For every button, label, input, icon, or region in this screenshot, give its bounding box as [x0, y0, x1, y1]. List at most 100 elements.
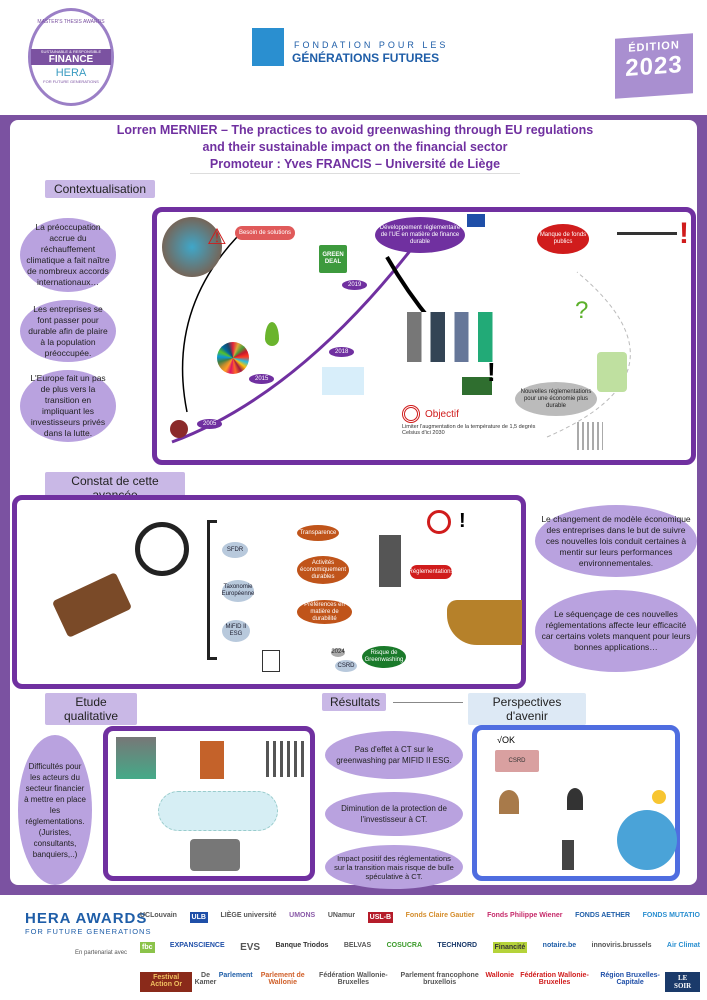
- money-jar-icon: [597, 352, 627, 392]
- effect-preferences: Préférences en matière de durabilité: [297, 600, 352, 624]
- csrd-pyramid: CSRD: [495, 750, 539, 772]
- logo: Région Bruxelles-Capitale: [600, 972, 660, 986]
- kyoto-logo: [170, 420, 188, 438]
- year-2005: 2005: [197, 419, 223, 429]
- logo: innoviris.brussels: [591, 942, 652, 949]
- logo: EXPANSCIENCE: [169, 942, 225, 949]
- scale-icon: [617, 232, 677, 292]
- thought-bubbles: [158, 791, 278, 831]
- context-diagram: ⚠ Besoin de solutions Développement régl…: [152, 207, 696, 465]
- logo: BELVAS: [343, 942, 372, 949]
- effect-sustainable-activities: Activités économiquement durables: [297, 556, 349, 584]
- logo: notaire.be: [542, 942, 577, 949]
- logo: FONDS MUTATIO: [642, 912, 700, 919]
- result-2: Diminution de la protection de l'investi…: [325, 792, 463, 836]
- logo: Fonds Claire Gautier: [405, 912, 475, 919]
- constat-diagram: SFDR Taxonomie Européenne MiFID II ESG T…: [12, 495, 526, 689]
- ok-label: OK: [501, 735, 515, 745]
- logo: Parlement francophone bruxellois: [400, 972, 479, 986]
- foundation-line2: GÉNÉRATIONS FUTURES: [292, 51, 440, 65]
- logo: UNamur: [327, 912, 356, 919]
- section-label-perspectives: Perspectives d'avenir: [468, 693, 586, 725]
- worker-icon: [499, 790, 519, 814]
- greenwashing-scene: [447, 600, 522, 645]
- logo: COSUCRA: [386, 942, 422, 949]
- foundation-logo: FONDATION POUR LES GÉNÉRATIONS FUTURES: [252, 28, 482, 68]
- people-with-flag-icon: [407, 312, 502, 362]
- logo: FONDS AETHER: [575, 912, 631, 919]
- logo: De Kamer: [194, 972, 217, 986]
- logo: Parlement de Wallonie: [260, 972, 305, 986]
- new-regulations-label: Nouvelles réglementations pour une écono…: [515, 382, 597, 416]
- hera-awards-title: HERA AWARDS: [25, 910, 148, 927]
- objective-text: Limiter l'augmentation de la température…: [402, 424, 536, 436]
- law-firm-icon: [116, 737, 156, 779]
- logo: USL-B: [367, 912, 394, 923]
- factory-icon: [462, 377, 492, 395]
- building-icon: [379, 535, 401, 587]
- badge-mid: SUSTAINABLE & RESPONSIBLE: [31, 49, 111, 54]
- hera-badge-logo: MASTER'S THESIS AWARDS SUSTAINABLE & RES…: [28, 8, 114, 106]
- magnifier-icon: [135, 522, 189, 576]
- badge-brand: HERA: [55, 67, 87, 79]
- context-bubble-2: Les entreprises se font passer pour dura…: [20, 300, 116, 362]
- logo: Festival Action Or: [140, 972, 193, 992]
- logo: Parlement: [218, 972, 253, 979]
- warning-icon: ⚠: [207, 224, 227, 249]
- hera-awards-logo: HERA AWARDS FOR FUTURE GENERATIONS: [25, 910, 151, 936]
- objective-title: Objectif: [425, 409, 459, 420]
- hera-awards-sub: FOR FUTURE GENERATIONS: [25, 927, 152, 936]
- melting-earth-icon: [162, 217, 222, 277]
- context-bubble-1: La préoccupation accrue du réchauffement…: [20, 218, 116, 292]
- study-bubble: Difficultés pour les acteurs du secteur …: [18, 735, 92, 885]
- clock-document-icon: [262, 650, 280, 672]
- partner-text: En partenariat avec: [75, 950, 128, 956]
- edition-year: 2023: [625, 50, 683, 83]
- logo: EVS: [240, 942, 261, 953]
- foundation-icon: [252, 28, 284, 66]
- eu-dev-label: Développement réglementaire de l'UE en m…: [375, 217, 465, 253]
- study-diagram: [103, 726, 315, 881]
- logo: Fédération Wallonie-Bruxelles: [520, 972, 589, 986]
- sun-icon: [652, 790, 666, 804]
- effect-transparency: Transparence: [297, 525, 339, 541]
- exclamation-icon-2: !: [459, 510, 466, 532]
- item-mifid: MiFID II ESG: [222, 620, 250, 642]
- gavel-eu-icon: [51, 572, 133, 638]
- edition-badge: ÉDITION 2023: [615, 33, 693, 99]
- csrd-label: CSRD: [335, 660, 357, 672]
- foundation-line1: FONDATION POUR LES: [294, 40, 449, 50]
- investor-icon: [567, 788, 583, 810]
- logo: TECHNORD: [437, 942, 478, 949]
- constat-bubble-1: Le changement de modèle économique des e…: [535, 505, 697, 577]
- exclamation-icon: !: [487, 357, 496, 387]
- parliament-icon: [577, 422, 603, 450]
- consulting-office-icon: [200, 741, 224, 779]
- logo: Wallonie: [485, 972, 514, 979]
- logo: UMONS: [289, 912, 316, 919]
- greenwashing-risk: Risque de Greenwashing: [362, 646, 406, 668]
- results-arrow: [393, 702, 463, 703]
- alert-bar-icon: !: [679, 217, 689, 250]
- green-earth-icon: [617, 810, 677, 870]
- section-label-results: Résultats: [322, 693, 386, 711]
- year-2018: 2018: [329, 347, 355, 357]
- section-label-study: Etude qualitative: [45, 693, 137, 725]
- logo: LE SOIR: [665, 972, 701, 992]
- no-sign-icon: [427, 510, 451, 534]
- poster-title-line1: Lorren MERNIER – The practices to avoid …: [116, 123, 594, 137]
- csrd-year: 2024: [331, 648, 345, 657]
- logo: UCLouvain: [140, 912, 177, 919]
- perspectives-diagram: √OK CSRD: [472, 725, 680, 881]
- regulations-label: Réglementations: [408, 565, 454, 579]
- item-sfdr: SFDR: [222, 542, 248, 558]
- logo: fbc: [140, 942, 155, 953]
- lack-public-funds-label: Manque de fonds publics: [537, 224, 589, 254]
- bank-icon: [266, 741, 306, 777]
- result-3: Impact positif des réglementations sur l…: [325, 845, 463, 889]
- badge-bottom: FOR FUTURE GENERATIONS: [43, 79, 99, 84]
- logo: ULB: [189, 912, 208, 923]
